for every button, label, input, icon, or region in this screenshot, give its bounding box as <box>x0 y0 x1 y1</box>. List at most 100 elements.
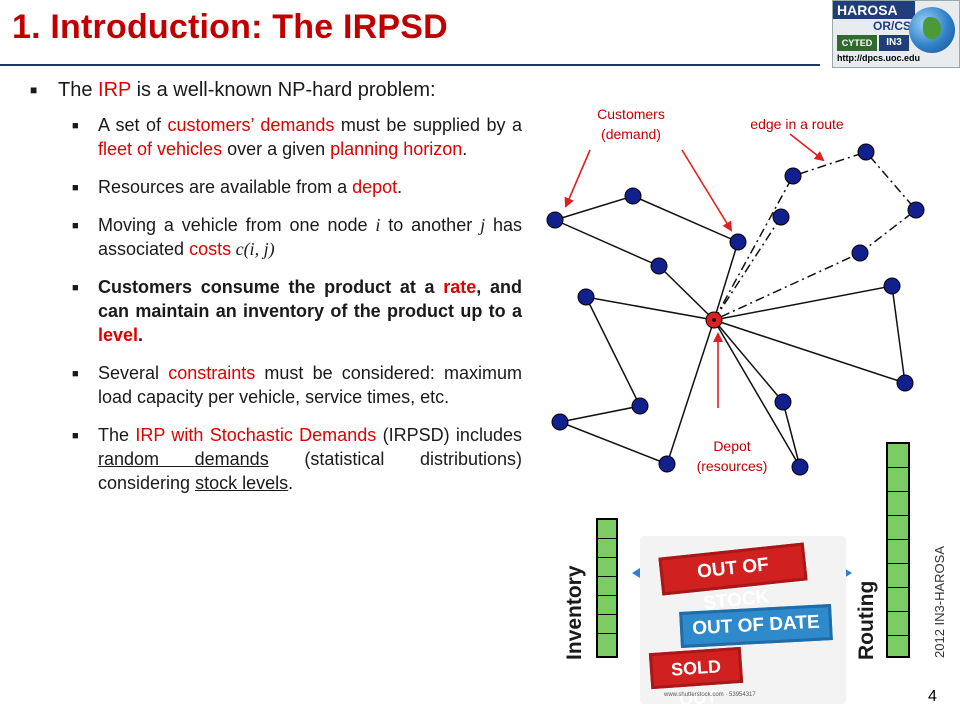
inventory-cell <box>598 634 616 657</box>
highlight: constraints <box>168 363 256 383</box>
text: to another <box>380 215 481 235</box>
route-edge-dashed <box>713 216 782 321</box>
bullet-list: ■ The IRP is a well-known NP-hard proble… <box>30 78 522 509</box>
bullet-main: ■ The IRP is a well-known NP-hard proble… <box>30 78 522 103</box>
stamp-footer: www.shutterstock.com · 53954317 <box>664 692 756 698</box>
square-bullet-icon: ■ <box>72 120 79 132</box>
highlight: IRP with Stochastic Demands <box>135 425 377 445</box>
customer-node <box>791 458 809 476</box>
text: must be supplied by a <box>334 115 523 135</box>
text: . <box>397 177 403 197</box>
routing-label: Routing <box>855 580 878 660</box>
highlight: depot <box>352 177 398 197</box>
bullet-constraints: ■ Several constraints must be considered… <box>68 361 522 409</box>
text: has associated <box>98 215 522 259</box>
text: . <box>288 473 294 493</box>
routing-cell <box>888 540 908 564</box>
highlight: costs <box>189 239 232 259</box>
route-edge <box>713 285 906 385</box>
customer-node <box>658 455 676 473</box>
stock-stamps-image: OUT OF STOCK OUT OF DATE SOLD OUT www.sh… <box>640 536 846 709</box>
inventory-cell <box>598 558 616 577</box>
math-j: j <box>480 215 486 235</box>
annotation-arrows <box>564 133 825 408</box>
text: . <box>462 139 468 159</box>
customers-label: Customers (demand) <box>586 104 676 144</box>
customer-node <box>624 187 642 205</box>
inventory-label: Inventory <box>563 565 586 660</box>
routing-cell <box>888 444 908 468</box>
stamp-out-of-date: OUT OF DATE <box>679 604 833 648</box>
text: The <box>58 79 99 101</box>
text: must be considered: maximum load capacit… <box>98 363 522 407</box>
logo-badge-in3: IN3 <box>879 35 909 51</box>
arrow-left-icon <box>632 568 640 578</box>
bullet-depot: ■ Resources are available from a depot. <box>68 175 522 199</box>
text: Moving a vehicle from one node <box>98 215 376 235</box>
customer-node <box>546 211 564 229</box>
logo-badge-cyted: CYTED <box>837 35 877 51</box>
routing-cell <box>888 468 908 492</box>
routing-cell <box>888 564 908 588</box>
customer-node <box>772 208 790 226</box>
inventory-cell <box>598 596 616 615</box>
square-bullet-icon: ■ <box>72 220 79 232</box>
text: , and can maintain an inventory of the p… <box>98 277 522 321</box>
footer-rotated: 2012 IN3-HAROSA <box>932 546 947 658</box>
square-bullet-icon: ■ <box>72 430 79 442</box>
logo-sub: OR/CS <box>873 19 912 33</box>
routing-cell <box>888 612 908 636</box>
text: The <box>98 425 136 445</box>
customer-node <box>851 244 869 262</box>
title-divider <box>0 64 820 66</box>
square-bullet-icon: ■ <box>30 83 38 97</box>
arrow-customers-left <box>564 149 591 208</box>
square-bullet-icon: ■ <box>72 182 79 194</box>
routing-cell <box>888 492 908 516</box>
inventory-cell <box>598 577 616 596</box>
depot-label-line1: Depot <box>713 438 751 454</box>
text: (statistical distributions) considering <box>98 449 522 493</box>
customer-nodes <box>546 143 925 476</box>
bullet-consumption: ■ Customers consume the product at a rat… <box>68 275 522 347</box>
depot-node-center <box>712 318 716 322</box>
customer-node <box>857 143 875 161</box>
text: Several <box>98 363 169 383</box>
customer-node <box>650 257 668 275</box>
page-number: 4 <box>928 688 937 705</box>
text: A set of <box>98 115 168 135</box>
customer-node <box>774 393 792 411</box>
underlined: random demands <box>98 449 269 469</box>
customer-node <box>577 288 595 306</box>
square-bullet-icon: ■ <box>72 368 79 380</box>
customer-node <box>896 374 914 392</box>
square-bullet-icon: ■ <box>72 282 79 294</box>
customers-label-line2: (demand) <box>601 126 661 142</box>
text: . <box>138 325 144 345</box>
customer-node <box>631 397 649 415</box>
highlight: level <box>98 325 139 345</box>
slide-title: 1. Introduction: The IRPSD <box>12 8 448 46</box>
highlight: planning horizon <box>330 139 463 159</box>
routing-cell <box>888 588 908 612</box>
text: Resources are available from a <box>98 177 353 197</box>
customer-node <box>907 201 925 219</box>
bullet-costs: ■ Moving a vehicle from one node i to an… <box>68 213 522 261</box>
harosa-logo: HAROSA OR/CS CYTED IN3 http://dpcs.uoc.e… <box>832 0 960 68</box>
text: Customers consume the product at a <box>98 277 444 297</box>
inventory-cell <box>598 539 616 558</box>
text: is a well-known NP-hard problem: <box>131 79 436 101</box>
math-i: i <box>375 215 381 235</box>
inventory-cell <box>598 520 616 539</box>
highlight: rate <box>443 277 477 297</box>
inventory-bar <box>596 518 618 658</box>
bullet-customers: ■ A set of customers’ demands must be su… <box>68 113 522 161</box>
arrow-edge <box>789 133 825 162</box>
customer-node <box>784 167 802 185</box>
customers-label-line1: Customers <box>597 106 665 122</box>
math-cost: c(i, j) <box>231 239 275 259</box>
routing-cell <box>888 516 908 540</box>
depot-label-line2: (resources) <box>696 458 768 474</box>
logo-name: HAROSA <box>833 1 915 19</box>
route-edge <box>554 195 739 322</box>
